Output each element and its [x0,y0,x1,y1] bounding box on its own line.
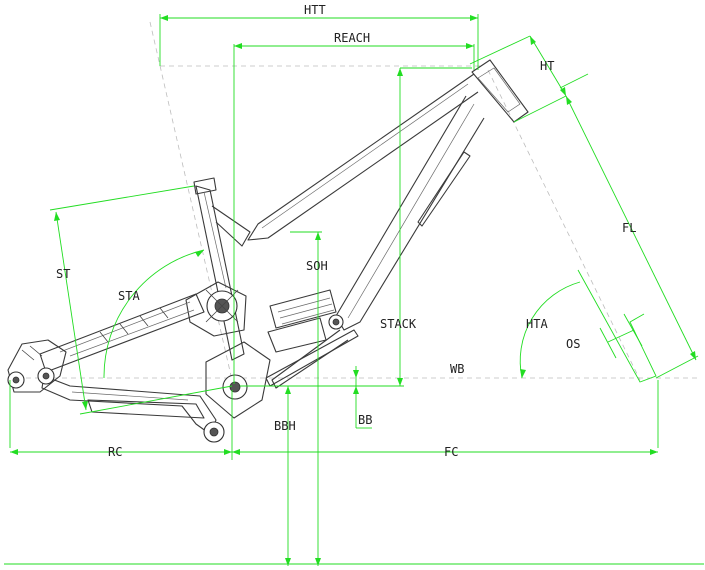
lower-down-tube [271,329,349,389]
label-soh: SOH [306,259,328,273]
head-tube [471,59,529,123]
top-tube-edge [261,83,469,229]
label-ht: HT [540,59,554,73]
label-hta: HTA [526,317,548,331]
label-rc: RC [108,445,122,459]
hta-arc [519,281,581,379]
seat-tube-edge [203,191,227,289]
label-fl: FL [622,221,636,235]
label-wb: WB [450,362,464,376]
label-htt: HTT [304,3,326,17]
st-dimension-line [55,211,87,411]
bb-arrows [353,370,359,394]
lower-link-pivot-bolt [209,427,219,437]
bottom-bracket-axle [229,381,241,393]
os-dimension-line [607,329,635,343]
seat-stay-ribs [99,307,169,343]
ht-ext-bottom [513,95,567,123]
seat-stay-edge [59,301,195,357]
fl-ext-bottom [655,355,699,379]
chain-guard [87,399,205,419]
shock-can-lines [277,297,335,325]
sta-arc [103,249,205,379]
shock-mount-front-bolt [332,318,340,326]
st-ext-top [49,185,195,211]
seat-angle-extension-line [149,21,233,381]
head-tube-inner [477,67,521,113]
dropout-detail [21,345,43,361]
ht-ext-top [469,35,531,65]
sta-arrow [195,250,204,257]
os-ext-1 [599,327,617,359]
rocker-link [185,281,247,337]
fl-ext-top [559,73,589,89]
fork-outline [577,269,657,383]
chain-stay-edge [71,391,189,401]
label-stack: STACK [380,317,417,331]
seat-stay [39,293,205,373]
ht-arrows [530,36,566,96]
label-fc: FC [444,445,458,459]
rear-pivot-bolt [42,372,50,380]
rear-shock-body [269,289,337,329]
rear-axle-center [12,376,20,384]
rear-shock-spring [267,317,327,353]
st-ext-bottom [79,385,233,415]
ht-dimension-line [529,35,567,97]
down-tube-edge [347,103,475,319]
top-tube [247,73,479,241]
rear-dropout [7,339,67,393]
label-os: OS [566,337,580,351]
dimension-lines [4,14,704,566]
seat-gusset [211,205,251,247]
dimension-labels: HTT REACH HT FL ST STA SOH STACK HTA OS … [56,3,636,459]
bottom-bracket-shell [205,341,271,419]
label-st: ST [56,267,70,281]
label-bb: BB [358,413,372,427]
chain-stay [41,375,217,435]
rocker-detail [205,289,239,323]
seat-clamp [193,177,217,195]
frame-drawing [7,59,529,443]
hta-arrow [520,369,526,378]
down-tube [335,95,485,331]
label-reach: REACH [334,31,370,45]
fl-dimension-line [565,95,697,361]
label-sta: STA [118,289,140,303]
down-tube-protector [265,329,359,387]
down-tube-guard [417,151,471,227]
label-bbh: BBH [274,419,296,433]
steering-axis-extension-line [487,69,641,381]
